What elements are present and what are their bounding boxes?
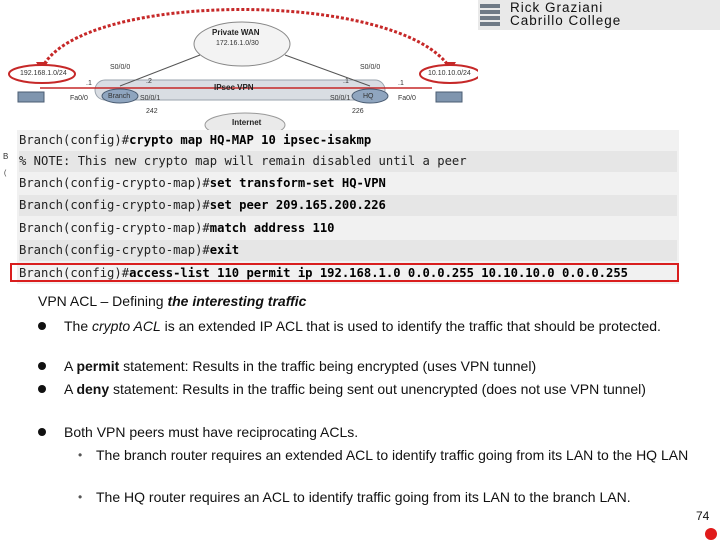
cli-line: Branch(config)#access-list 110 permit ip… (19, 263, 628, 284)
hq-fa-addr: .1 (398, 80, 404, 87)
branch-lan-label: 192.168.1.0/24 (20, 70, 67, 77)
sub-bullet-text: The branch router requires an extended A… (96, 447, 689, 463)
sub-list-item: • The HQ router requires an ACL to ident… (78, 489, 718, 506)
branch-s001-addr: 242 (146, 108, 158, 115)
cli-line: Branch(config)#crypto map HQ-MAP 10 ipse… (19, 130, 371, 151)
bullet-icon (38, 428, 46, 436)
text-run: is an extended IP ACL that is used to id… (160, 318, 661, 334)
cli-prompt: Branch(config-crypto-map)# (19, 198, 210, 212)
hq-s001-addr: 226 (352, 108, 364, 115)
branch-wan-link (119, 54, 201, 87)
branch-fa-addr: .1 (86, 80, 92, 87)
branch-fa-label: Fa0/0 (70, 95, 88, 102)
bullet-text: A deny statement: Results in the traffic… (64, 381, 714, 398)
branch-switch-icon (17, 91, 45, 103)
cli-line: Branch(config-crypto-map)#set peer 209.1… (19, 195, 677, 216)
cli-prompt: Branch(config-crypto-map)# (19, 243, 210, 257)
cli-note: % NOTE: This new crypto map will remain … (19, 154, 467, 168)
bullet-text: Both VPN peers must have reciprocating A… (64, 424, 359, 440)
bullet-text: A permit statement: Results in the traff… (64, 358, 714, 375)
author-name: Rick Graziani (510, 0, 604, 15)
branch-s001-label: S0/0/1 (140, 95, 161, 102)
hq-s000-label: S0/0/0 (360, 64, 381, 71)
stray-paren: ( (4, 170, 7, 177)
branch-s000-addr: .2 (146, 78, 152, 85)
sub-bullet-icon: • (78, 490, 83, 504)
text-run: statement: Results in the traffic being … (109, 381, 646, 397)
stray-letter: B (3, 152, 9, 161)
hq-fa-label: Fa0/0 (398, 95, 416, 102)
hq-wan-link (284, 54, 371, 87)
wan-title: Private WAN (212, 28, 260, 37)
cli-command: match address 110 (209, 221, 335, 235)
internet-label: Internet (232, 118, 262, 127)
hq-lan-ellipse (419, 64, 478, 84)
hq-lan-label: 10.10.10.0/24 (428, 70, 471, 77)
hq-s000-addr: .1 (343, 78, 349, 85)
vpn-label: IPsec VPN (214, 83, 254, 92)
text-strong: permit (76, 358, 120, 374)
branch-s000-label: S0/0/0 (110, 64, 131, 71)
sub-bullet-icon: • (78, 448, 83, 462)
hq-switch-icon (435, 91, 463, 103)
cli-prompt: Branch(config-crypto-map)# (19, 221, 210, 235)
ipsec-vpn-band (94, 79, 386, 101)
text-run: A (64, 381, 77, 397)
branch-router-label: Branch (108, 93, 131, 100)
internet-cloud (204, 112, 286, 130)
cli-output: Branch(config)#crypto map HQ-MAP 10 ipse… (17, 130, 679, 284)
hq-s001-label: S0/0/1 (330, 95, 351, 102)
bullet-text: The crypto ACL is an extended IP ACL tha… (64, 318, 714, 335)
sub-list-item: • The branch router requires an extended… (78, 447, 718, 481)
bullet-icon (38, 322, 46, 330)
cli-prompt: Branch(config)# (19, 133, 130, 147)
cli-command: set transform-set HQ-VPN (209, 176, 386, 190)
list-item: A deny statement: Results in the traffic… (38, 381, 698, 415)
heading-text: VPN ACL – Defining (38, 293, 168, 309)
network-diagram: Private WAN 172.16.1.0/30 192.168.1.0/24… (0, 0, 478, 130)
page-number: 74 (696, 509, 710, 523)
cli-line: % NOTE: This new crypto map will remain … (19, 151, 677, 172)
text-strong: deny (76, 381, 110, 397)
section-heading: VPN ACL – Defining the interesting traff… (38, 293, 306, 309)
list-item: A permit statement: Results in the traff… (38, 358, 698, 375)
cli-command: crypto map HQ-MAP 10 ipsec-isakmp (129, 133, 372, 147)
hq-router-label: HQ (363, 93, 374, 100)
text-run: A (64, 358, 77, 374)
access-list-highlight-box (10, 263, 679, 282)
bullet-icon (38, 362, 46, 370)
topology-graphic (8, 8, 478, 130)
hq-router-icon (351, 88, 389, 104)
cli-prompt: Branch(config-crypto-map)# (19, 176, 210, 190)
college-name: Cabrillo College (510, 13, 622, 28)
interesting-traffic-arc (40, 8, 452, 69)
branch-lan-ellipse (8, 64, 76, 84)
cli-prompt: Branch(config)# (19, 266, 130, 280)
cli-line: Branch(config-crypto-map)#exit (19, 240, 677, 261)
private-wan-cloud (193, 21, 291, 67)
cli-line: Branch(config-crypto-map)#set transform-… (19, 173, 386, 194)
bullet-icon (38, 385, 46, 393)
cabrillo-logo-icon (480, 2, 500, 28)
text-run: statement: Results in the traffic being … (119, 358, 537, 374)
cli-command: access-list 110 permit ip 192.168.1.0 0.… (129, 266, 629, 280)
text-run: The (64, 318, 93, 334)
wan-network: 172.16.1.0/30 (216, 40, 259, 47)
list-item: The crypto ACL is an extended IP ACL tha… (38, 318, 698, 352)
heading-emphasis: the interesting traffic (167, 293, 307, 309)
sub-bullet-text: The HQ router requires an ACL to identif… (96, 489, 631, 505)
cli-command: set peer 209.165.200.226 (209, 198, 386, 212)
brand-banner: Rick Graziani Cabrillo College (478, 0, 720, 30)
cli-command: exit (209, 243, 240, 257)
branch-router-icon (101, 88, 139, 104)
list-item: Both VPN peers must have reciprocating A… (38, 424, 698, 441)
cli-line: Branch(config-crypto-map)#match address … (19, 218, 335, 239)
record-indicator-icon (705, 528, 717, 540)
text-emphasis: crypto ACL (92, 318, 161, 334)
